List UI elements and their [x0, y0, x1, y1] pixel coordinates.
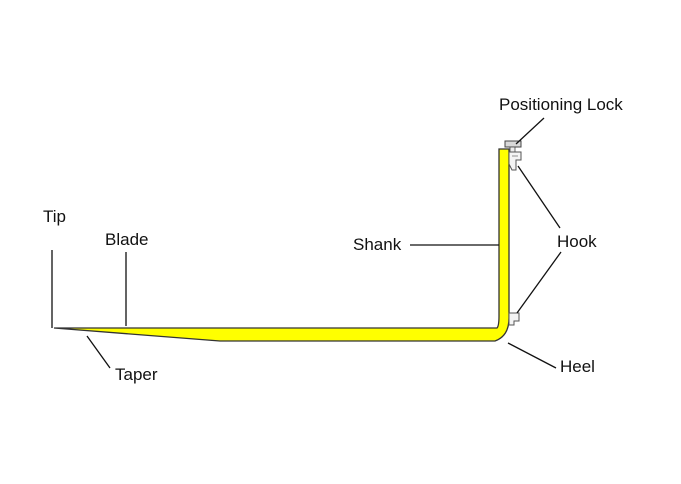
positioning-lock-label: Positioning Lock [499, 95, 623, 114]
fork-body [53, 148, 510, 342]
blade-label: Blade [105, 230, 148, 249]
hook-leader-lower [516, 251, 562, 314]
shank-label: Shank [353, 235, 402, 254]
taper-leader [86, 335, 111, 369]
hook-label: Hook [557, 232, 597, 251]
heel-label: Heel [560, 357, 595, 376]
hook-leader-upper [517, 165, 561, 229]
lower-hook-assembly [508, 312, 520, 326]
heel-leader [507, 342, 557, 369]
upper-hook-assembly [504, 140, 522, 171]
lower-hook-icon [508, 312, 520, 326]
taper-label: Taper [115, 365, 158, 384]
upper-hook-icon [508, 151, 522, 171]
tip-label: Tip [43, 207, 66, 226]
positioning-lock-leader [515, 117, 545, 145]
